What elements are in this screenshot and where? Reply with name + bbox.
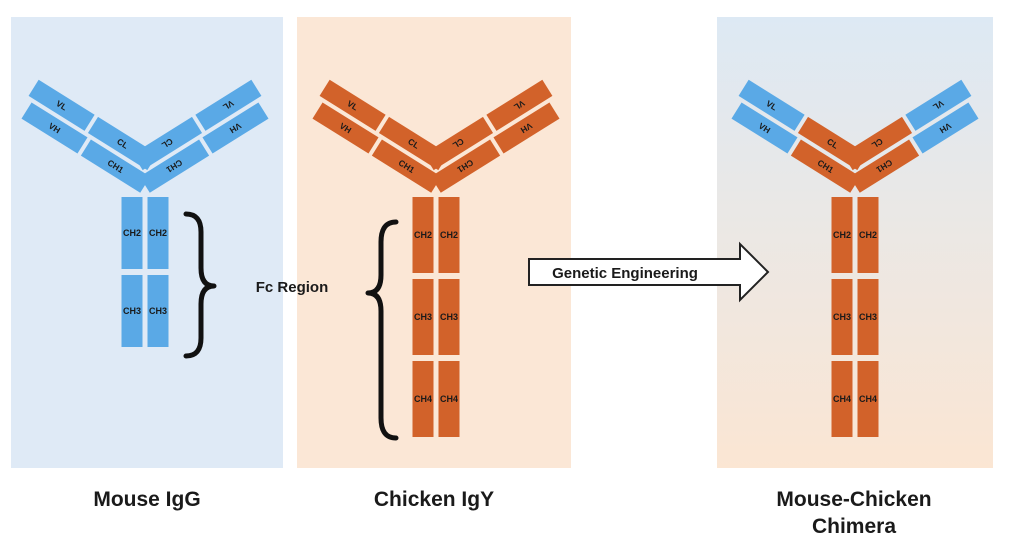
right-ch1-domain: [371, 139, 442, 193]
right-vh-domain: [731, 102, 798, 154]
genetic-engineering-arrow: [528, 241, 770, 303]
left-vh-domain: [493, 102, 560, 154]
fc-ch4-left: [412, 361, 434, 437]
fc-ch4-label-right: CH4: [859, 394, 877, 404]
fc-ch4-right: [438, 361, 460, 437]
caption-chimera-line1: Mouse-Chicken: [776, 488, 932, 511]
chicken-fc-bracket: [365, 219, 399, 441]
right-vl-label: VL: [345, 98, 360, 112]
mouse-fc-bracket: [183, 211, 217, 359]
fc-ch2-right: [857, 197, 879, 273]
left-vl-label: VL: [221, 98, 236, 112]
fc-ch2-left: [831, 197, 853, 273]
left-vl-domain: [195, 79, 262, 131]
left-vl-label: VL: [512, 98, 527, 112]
fc-ch3-label-left: CH3: [414, 312, 432, 322]
caption-chicken-igy-line1: Chicken IgY: [373, 488, 495, 511]
right-ch1-domain: [80, 139, 151, 193]
caption-mouse-igg: Mouse IgG: [30, 486, 264, 513]
fc-ch2-left: [412, 197, 434, 273]
chicken-panel: [297, 17, 571, 468]
left-vl-label: VL: [931, 98, 946, 112]
left-vl-domain: [905, 79, 972, 131]
right-cl-domain: [87, 116, 158, 171]
right-cl-domain: [378, 116, 449, 171]
fc-ch3-label-left: CH3: [123, 306, 141, 316]
right-cl-domain: [797, 116, 868, 171]
fc-ch3-label-left: CH3: [833, 312, 851, 322]
fc-ch3-label-right: CH3: [440, 312, 458, 322]
right-ch1-domain: [790, 139, 861, 193]
fc-region-label: Fc Region: [256, 279, 329, 296]
left-ch1-domain: [849, 139, 920, 193]
fc-ch3-right: [438, 279, 460, 355]
mouse-panel: [11, 17, 283, 468]
caption-chimera: Mouse-Chicken Chimera: [737, 486, 971, 540]
fc-ch3-left: [121, 275, 143, 347]
fc-ch2-right: [147, 197, 169, 269]
left-vl-domain: [486, 79, 553, 131]
fc-ch3-left: [412, 279, 434, 355]
fc-ch3-label-right: CH3: [149, 306, 167, 316]
right-vl-domain: [738, 79, 805, 131]
right-vl-domain: [319, 79, 386, 131]
left-vh-domain: [912, 102, 979, 154]
left-ch1-domain: [139, 139, 210, 193]
right-vl-label: VL: [54, 98, 69, 112]
fc-ch3-right: [147, 275, 169, 347]
fc-ch2-label-right: CH2: [440, 230, 458, 240]
right-vh-domain: [312, 102, 379, 154]
fc-ch2-label-left: CH2: [123, 228, 141, 238]
right-vl-label: VL: [764, 98, 779, 112]
right-vl-domain: [28, 79, 95, 131]
fc-ch4-label-left: CH4: [414, 394, 432, 404]
fc-ch2-label-left: CH2: [414, 230, 432, 240]
arrow-label: Genetic Engineering: [552, 265, 698, 282]
fc-ch3-left: [831, 279, 853, 355]
fc-ch4-left: [831, 361, 853, 437]
fc-ch4-label-left: CH4: [833, 394, 851, 404]
fc-ch4-label-right: CH4: [440, 394, 458, 404]
caption-mouse-igg-line1: Mouse IgG: [93, 488, 201, 511]
fc-ch2-label-left: CH2: [833, 230, 851, 240]
fc-ch2-label-right: CH2: [149, 228, 167, 238]
fc-ch2-left: [121, 197, 143, 269]
caption-chimera-line2: Chimera: [811, 515, 897, 538]
chimera-panel: [717, 17, 993, 468]
fc-ch2-label-right: CH2: [859, 230, 877, 240]
fc-ch4-right: [857, 361, 879, 437]
fc-ch3-right: [857, 279, 879, 355]
fc-ch2-right: [438, 197, 460, 273]
left-vh-domain: [202, 102, 269, 154]
caption-chicken-igy: Chicken IgY: [317, 486, 551, 513]
right-vh-domain: [21, 102, 88, 154]
fc-ch3-label-right: CH3: [859, 312, 877, 322]
left-ch1-domain: [430, 139, 501, 193]
